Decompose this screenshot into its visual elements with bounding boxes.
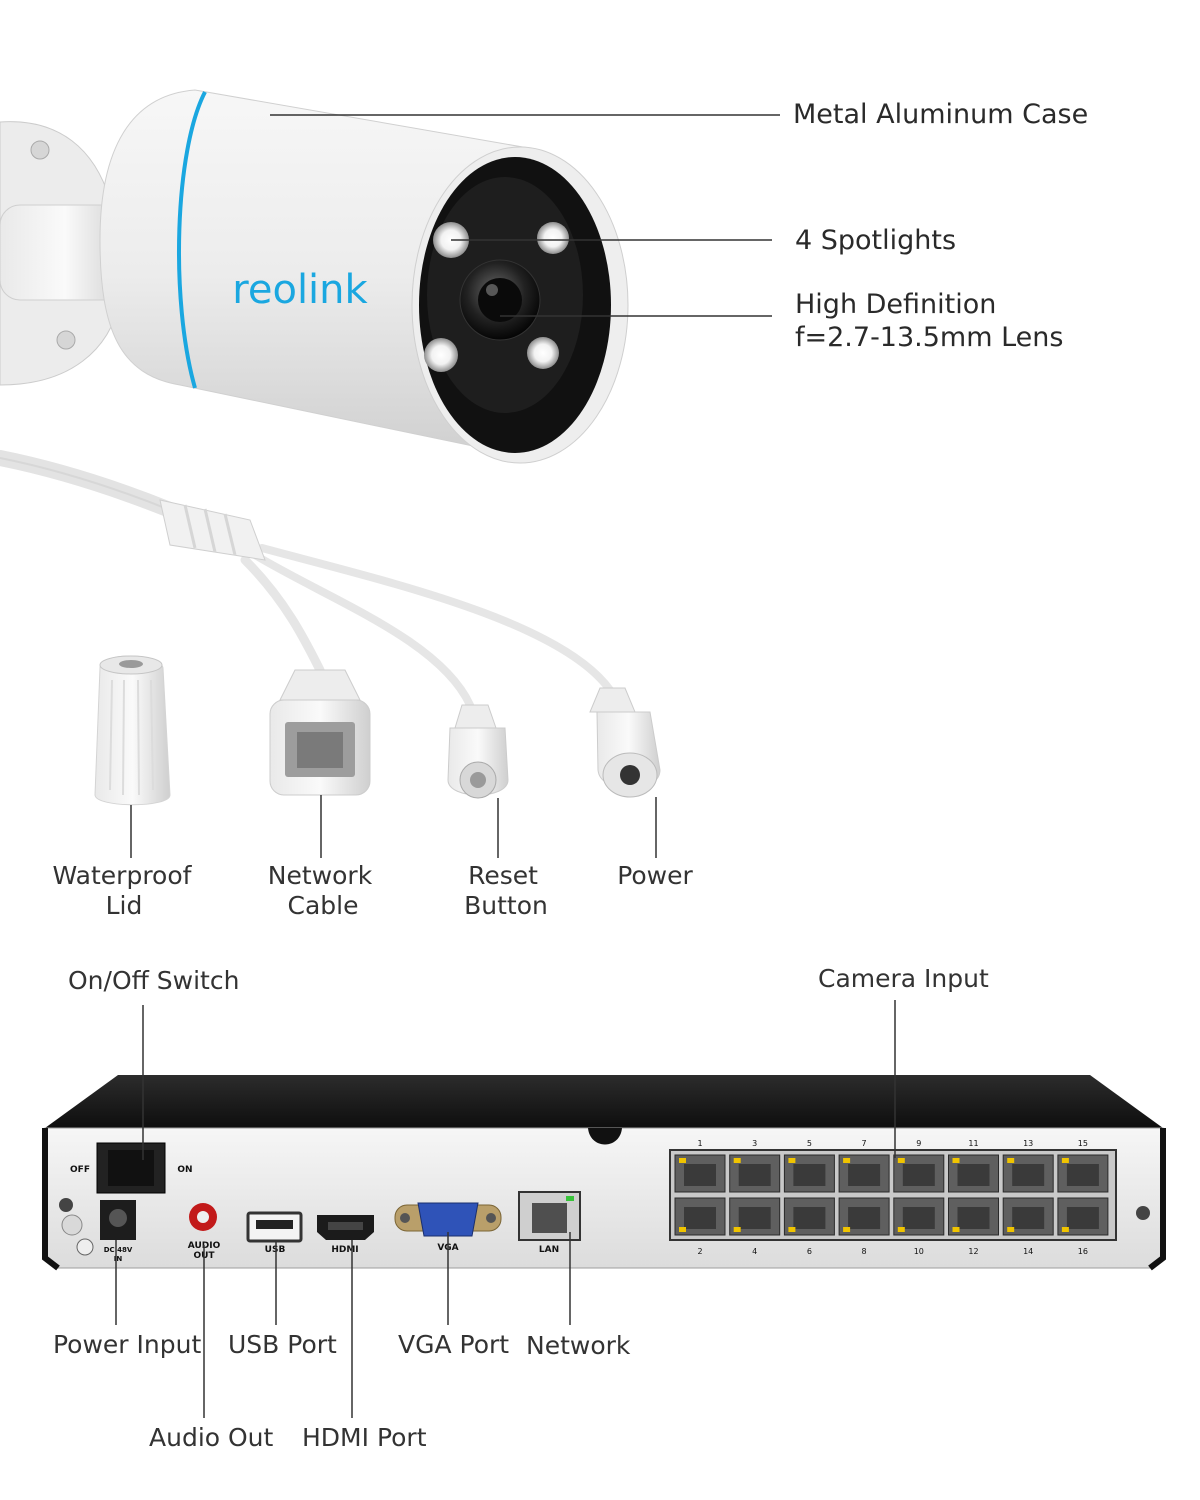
port-number-bottom: 8 [862, 1247, 867, 1256]
poe-port-socket [848, 1207, 881, 1229]
port-number-top: 5 [807, 1139, 812, 1148]
poe-port-socket [793, 1207, 826, 1229]
callout-lines-nvr [115, 1000, 896, 1418]
callout-lid-line1: Waterproof [52, 861, 192, 890]
port-number-bottom: 12 [968, 1247, 978, 1256]
poe-port-socket [957, 1164, 990, 1186]
callout-usb-port: USB Port [228, 1330, 337, 1359]
poe-port-led [733, 1158, 741, 1163]
poe-port-socket [793, 1164, 826, 1186]
poe-port-led [897, 1158, 905, 1163]
poe-port-grid [674, 1154, 1109, 1236]
callout-metal-case: Metal Aluminum Case [793, 99, 1089, 130]
network-connector-illustration [269, 669, 371, 796]
callout-hdmi-port: HDMI Port [302, 1423, 427, 1452]
poe-port-led [679, 1158, 686, 1163]
poe-port-led [1007, 1158, 1015, 1163]
poe-port-socket [1066, 1207, 1099, 1229]
cable-harness [0, 450, 614, 709]
dc-text-line1: DC 48V [104, 1246, 133, 1254]
callout-lid-line2: Lid [105, 891, 143, 920]
brand-logo: reolink [232, 267, 368, 313]
poe-port-led [679, 1227, 686, 1232]
poe-port-socket [902, 1207, 935, 1229]
callout-camera-input: Camera Input [818, 964, 989, 993]
port-number-top: 13 [1023, 1139, 1033, 1148]
poe-port-socket [738, 1164, 771, 1186]
waterproof-lid-illustration [94, 655, 171, 806]
port-number-top: 3 [752, 1139, 757, 1148]
callout-onoff-switch: On/Off Switch [68, 966, 240, 995]
poe-port-led [952, 1158, 960, 1163]
callout-audio-out: Audio Out [149, 1423, 274, 1452]
nvr-illustration [42, 1075, 1166, 1271]
dc-text-line2: IN [114, 1255, 123, 1263]
poe-port-led [897, 1227, 905, 1232]
poe-port-socket [1012, 1207, 1045, 1229]
poe-port-led [788, 1227, 796, 1232]
cable-splitter [159, 499, 266, 561]
poe-port-socket [848, 1164, 881, 1186]
poe-port-led [1061, 1227, 1069, 1232]
port-number-bottom: 14 [1023, 1247, 1033, 1256]
poe-port-led [788, 1158, 796, 1163]
callout-network-line2: Cable [287, 891, 359, 920]
callout-spotlights: 4 Spotlights [795, 225, 957, 256]
poe-port-led [952, 1227, 960, 1232]
poe-port-socket [957, 1207, 990, 1229]
poe-port-socket [684, 1164, 716, 1186]
port-number-top: 11 [968, 1139, 978, 1148]
port-number-bottom: 10 [914, 1247, 924, 1256]
switch-off-text: OFF [70, 1165, 90, 1175]
port-number-bottom: 6 [807, 1247, 812, 1256]
power-connector-illustration [589, 687, 661, 798]
port-number-bottom: 16 [1078, 1247, 1088, 1256]
callout-lens-line1: High Definition [795, 289, 997, 320]
callout-lines-top [130, 114, 780, 858]
switch-on-text: ON [177, 1165, 192, 1175]
poe-port-led [1007, 1227, 1015, 1232]
port-number-top: 1 [697, 1139, 702, 1148]
reset-connector-illustration [447, 704, 509, 799]
port-number-bottom: 2 [697, 1247, 702, 1256]
poe-port-led [733, 1227, 741, 1232]
callout-network-line1: Network [267, 861, 373, 890]
callout-power: Power [617, 861, 693, 890]
poe-port-led [1061, 1158, 1069, 1163]
poe-port-led [843, 1158, 851, 1163]
usb-text: USB [265, 1245, 286, 1255]
callout-lens-line2: f=2.7-13.5mm Lens [795, 322, 1064, 353]
poe-port-socket [684, 1207, 716, 1229]
port-number-top: 15 [1078, 1139, 1088, 1148]
poe-port-socket [738, 1207, 771, 1229]
port-number-bottom: 4 [752, 1247, 757, 1256]
callout-reset-line2: Button [464, 891, 548, 920]
camera-illustration: reolink [0, 89, 629, 464]
callout-network-port: Network [526, 1331, 631, 1360]
callout-power-input: Power Input [53, 1330, 202, 1359]
hdmi-text: HDMI [331, 1245, 358, 1255]
poe-port-socket [1066, 1164, 1099, 1186]
poe-port-led [843, 1227, 851, 1232]
poe-port-socket [902, 1164, 935, 1186]
callout-vga-port: VGA Port [398, 1330, 510, 1359]
port-number-top: 7 [862, 1139, 867, 1148]
callout-reset-line1: Reset [468, 861, 538, 890]
lan-text: LAN [539, 1245, 559, 1255]
poe-port-socket [1012, 1164, 1045, 1186]
port-number-top: 9 [916, 1139, 921, 1148]
